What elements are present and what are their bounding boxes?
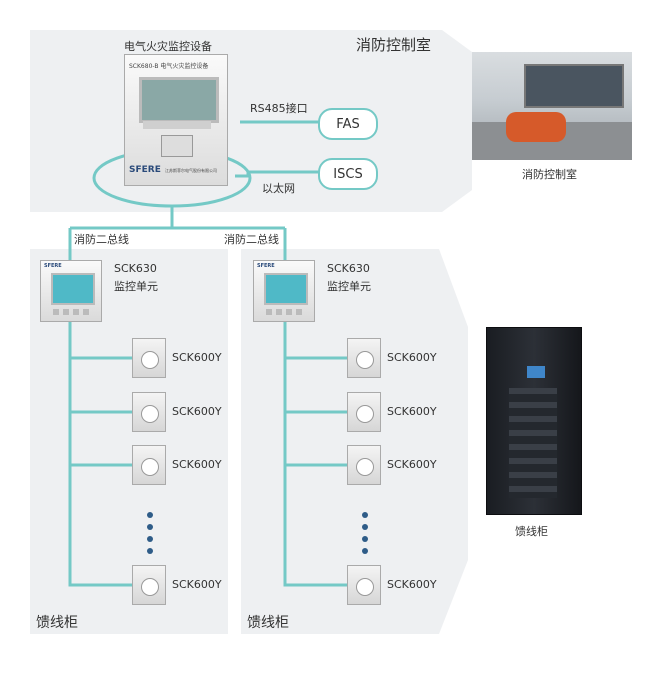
video-wall [524,64,624,108]
device-screen [139,77,219,123]
ct-hole [356,578,374,596]
control-room-photo [472,52,632,160]
sensor-label: SCK600Y [387,578,437,591]
device-brand-logo: SFERE [129,165,161,175]
cabinet-display [527,366,545,378]
monitor-model: SCK630 [327,262,370,275]
sensor-label: SCK600Y [387,405,437,418]
fas-label: FAS [336,116,360,132]
ct-sensor [347,565,381,605]
rs485-label: RS485接口 [250,102,308,115]
right-bus [283,300,347,587]
ct-hole [356,458,374,476]
monitor-screen [51,273,95,305]
sck680-device: SCK680-B 电气火灾监控设备 SFERE 江苏斯菲尔电气股份有限公司 [124,54,228,186]
left-bus [68,300,132,587]
monitor-buttons [53,309,91,315]
sensor-label: SCK600Y [387,458,437,471]
ct-sensor [132,338,166,378]
trunk-line [68,206,287,260]
device-title: 电气火灾监控设备 [124,40,212,53]
iscs-label: ISCS [333,166,363,182]
ct-sensor [132,445,166,485]
ct-sensor [347,445,381,485]
ct-sensor [132,392,166,432]
ellipsis-dots-left [147,512,153,554]
sensor-label: SCK600Y [172,578,222,591]
ct-hole [141,578,159,596]
sensor-label: SCK600Y [172,405,222,418]
sensor-label: SCK600Y [172,458,222,471]
control-room-title: 消防控制室 [356,36,432,54]
monitor-desc: 监控单元 [327,280,371,293]
bus-label-right: 消防二总线 [224,233,279,246]
ct-sensor [132,565,166,605]
control-room-callout [442,30,472,212]
iscs-bubble: ISCS [318,158,378,190]
cabinet-panels [509,388,557,498]
ct-hole [356,405,374,423]
device-keypad [143,121,211,129]
cabinet-photo-caption: 馈线柜 [515,525,548,538]
ct-sensor [347,338,381,378]
ct-hole [141,351,159,369]
ct-hole [141,458,159,476]
monitor-buttons [266,309,304,315]
ethernet-line [235,170,320,178]
feeder-cabinet-photo [486,327,582,515]
sensor-label: SCK600Y [172,351,222,364]
cabinet-callout [439,249,468,634]
cabinet-label-left: 馈线柜 [36,615,78,631]
monitor-model: SCK630 [114,262,157,275]
cabinet-label-right: 馈线柜 [247,615,289,631]
sensor-label: SCK600Y [387,351,437,364]
ct-hole [141,405,159,423]
bus-label-left: 消防二总线 [74,233,129,246]
ct-sensor [347,392,381,432]
device-door-panel [161,135,193,157]
ethernet-label: 以太网 [262,182,295,195]
device-model-label: SCK680-B 电气火灾监控设备 [129,63,209,70]
device-brand-sub: 江苏斯菲尔电气股份有限公司 [165,168,217,173]
fas-bubble: FAS [318,108,378,140]
monitor-unit-right: SFERE [253,260,315,322]
monitor-desc: 监控单元 [114,280,158,293]
monitor-unit-left: SFERE [40,260,102,322]
monitor-brand: SFERE [257,263,275,269]
monitor-screen [264,273,308,305]
ellipsis-dots-right [362,512,368,554]
monitor-brand: SFERE [44,263,62,269]
ct-hole [356,351,374,369]
control-room-photo-caption: 消防控制室 [522,168,577,181]
operator-figures [506,112,566,142]
